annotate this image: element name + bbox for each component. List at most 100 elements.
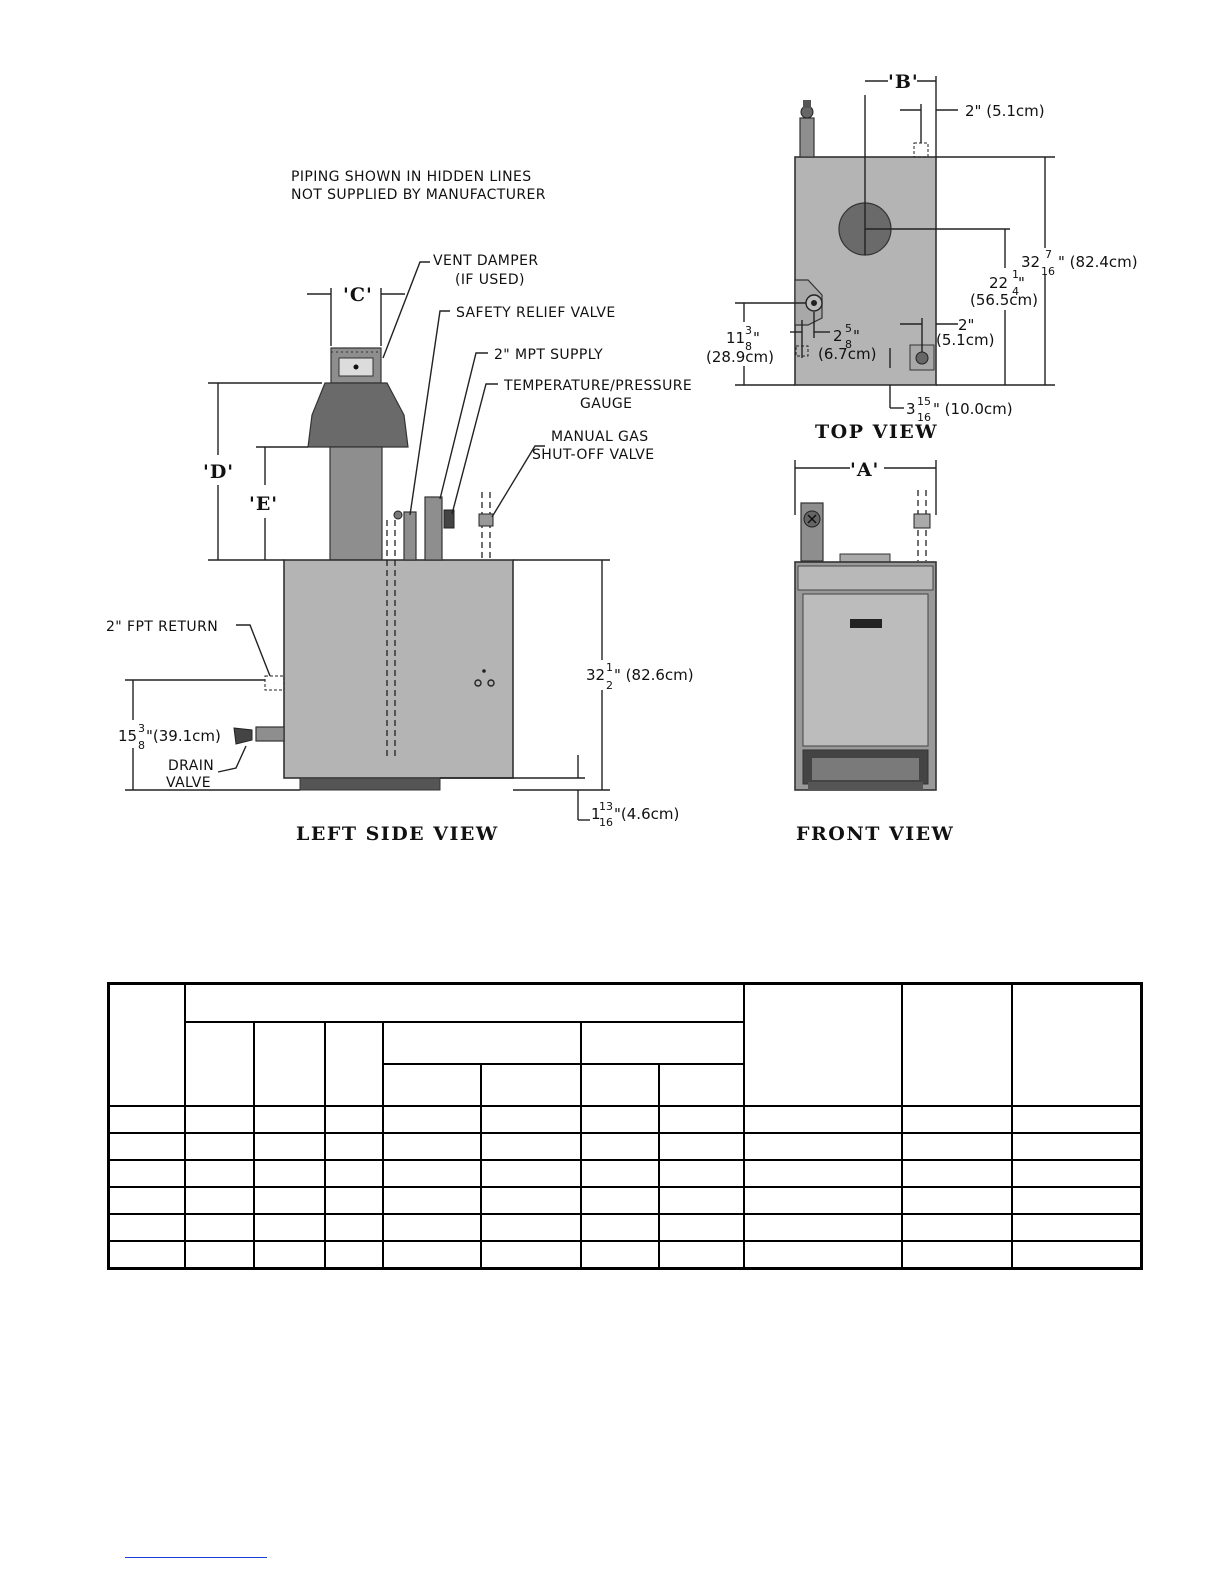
dim-base-whole: 1 [591,805,601,823]
dim-side-height-den: 2 [606,679,613,692]
dim-side-height-metric: " (82.6cm) [614,666,694,684]
footer-link-underline[interactable] [125,1557,267,1558]
table-cell [381,1240,482,1270]
table-cell [252,1240,326,1270]
dim-b: 'B' [888,71,919,93]
dim-top-left-quote: " [753,329,760,347]
table-cell [252,1186,326,1216]
table-row [107,1186,1143,1216]
table-row [107,1132,1143,1162]
table-cell [479,1213,582,1243]
dim-top-flue-metric: (56.5cm) [970,291,1038,309]
dim-top-flue-whole: 22 [989,274,1008,292]
table-cell [323,1213,384,1243]
label-if-used: (IF USED) [455,272,525,288]
table-cell [252,1104,326,1135]
label-valve: VALVE [166,775,211,791]
dim-top-flue-den: 4 [1012,285,1019,298]
table-cell [900,1159,1013,1189]
label-mpt-supply: 2" MPT SUPPLY [494,347,603,363]
dim-return-height-metric: "(39.1cm) [146,727,221,745]
table-cell [479,1132,582,1162]
table-cell [579,1186,660,1216]
table-cell [107,1159,186,1189]
table-cell [742,1159,903,1189]
label-fpt-return: 2" FPT RETURN [106,619,218,635]
table-cell [381,1159,482,1189]
table-cell [479,1240,582,1270]
table-header-cell [252,1020,326,1107]
table-cell [107,1104,186,1135]
dim-top-left-den: 8 [745,340,752,353]
table-cell [183,1240,255,1270]
dimension-table [107,982,1144,1270]
label-shut-off-valve: SHUT-OFF VALVE [532,447,655,463]
dim-base-num: 13 [599,800,613,813]
table-cell [1010,1159,1143,1189]
table-cell [323,1104,384,1135]
dim-top-depth-whole: 32 [1021,253,1040,271]
dim-side-height-num: 1 [606,661,613,674]
table-cell [900,1213,1013,1243]
dim-side-height-whole: 32 [586,666,605,684]
table-cell [657,1132,745,1162]
dim-return-height-den: 8 [138,739,145,752]
dim-return-height-num: 3 [138,722,145,735]
table-header-cell [742,982,903,1107]
dim-a: 'A' [850,459,879,481]
table-cell [323,1240,384,1270]
dim-c: 'C' [343,284,373,306]
dim-base-den: 16 [599,816,613,829]
table-header-cell [579,1020,745,1065]
dim-top-depth-den: 16 [1041,265,1055,278]
table-cell [579,1213,660,1243]
dim-top-bottom-num: 15 [917,395,931,408]
top-view [735,76,1055,409]
label-gauge: GAUGE [580,396,632,412]
table-cell [900,1104,1013,1135]
table-cell [900,1240,1013,1270]
dim-base-metric: "(4.6cm) [614,805,679,823]
table-cell [183,1213,255,1243]
table-cell [107,1240,186,1270]
table-header-cell [579,1062,660,1107]
table-header-cell [479,1062,582,1107]
dim-top-bottom-den: 16 [917,411,931,424]
table-cell [579,1240,660,1270]
table-header-cell [657,1062,745,1107]
table-cell [579,1104,660,1135]
table-cell [1010,1132,1143,1162]
table-header-cell [381,1062,482,1107]
left-side-view [125,261,610,821]
table-cell [742,1132,903,1162]
table-row [107,1104,1143,1135]
view-title-front: FRONT VIEW [796,823,954,845]
table-cell [657,1159,745,1189]
table-cell [381,1186,482,1216]
table-cell [107,1213,186,1243]
table-cell [1010,1186,1143,1216]
table-cell [1010,1240,1143,1270]
dim-top-2in: 2" (5.1cm) [965,102,1045,120]
table-cell [252,1213,326,1243]
dim-top-left-num: 3 [745,324,752,337]
table-header-cell [323,1020,384,1107]
table-cell [1010,1104,1143,1135]
table-cell [107,1186,186,1216]
dim-top-bottom-whole: 3 [906,400,916,418]
dim-top-mid-quote: " [853,327,860,345]
table-cell [183,1132,255,1162]
table-cell [742,1240,903,1270]
table-cell [657,1213,745,1243]
table-cell [323,1159,384,1189]
dim-top-depth-metric: " (82.4cm) [1058,253,1138,271]
table-row [107,1213,1143,1243]
table-cell [1010,1213,1143,1243]
table-cell [657,1240,745,1270]
view-title-left-side: LEFT SIDE VIEW [296,823,499,845]
table-cell [579,1132,660,1162]
table-cell [381,1213,482,1243]
note-line-1: PIPING SHOWN IN HIDDEN LINES [291,169,531,185]
table-cell [657,1104,745,1135]
label-drain: DRAIN [168,758,214,774]
